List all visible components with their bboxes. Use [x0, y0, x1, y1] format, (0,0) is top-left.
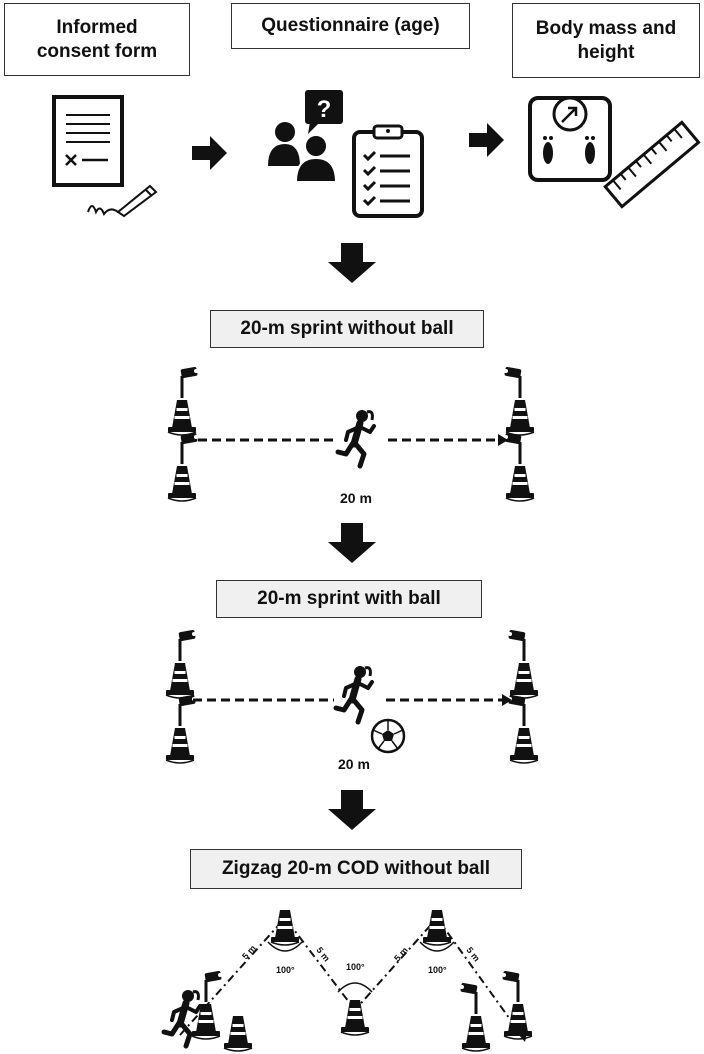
test-sprint-ball-title: 20-m sprint with ball [257, 588, 441, 609]
runner-icon [336, 666, 372, 722]
signature-pen-icon [87, 184, 158, 218]
test-sprint-no-ball-title: 20-m sprint without ball [240, 318, 454, 339]
people-question-icon: ? [268, 90, 343, 183]
test-zigzag-box: Zigzag 20-m COD without ball [190, 849, 522, 889]
step-questionnaire-box: Questionnaire (age) [231, 3, 470, 49]
angle-label: 100° [428, 965, 447, 975]
right-arrow-icon [192, 136, 227, 170]
ruler-icon [603, 120, 701, 209]
zigzag-course [179, 909, 533, 1052]
clipboard-checklist-icon [352, 124, 424, 218]
test-sprint-no-ball-box: 20-m sprint without ball [210, 310, 484, 348]
down-arrow-icon [328, 790, 376, 830]
step-body-mass-box: Body mass and height [512, 3, 700, 78]
runner-icon [338, 410, 374, 466]
step-informed-consent-label: Informed consent form [36, 16, 158, 62]
step-body-mass-label: Body mass and height [535, 17, 677, 63]
segment-label: 5 m [464, 945, 481, 963]
document-icon [52, 95, 124, 187]
test-zigzag-title: Zigzag 20-m COD without ball [221, 858, 491, 879]
right-arrow-icon [469, 123, 504, 157]
angle-label: 100° [346, 962, 365, 972]
down-arrow-icon [328, 243, 376, 283]
segment-label: 5 m [392, 945, 410, 963]
test-sprint-ball-box: 20-m sprint with ball [216, 580, 482, 618]
sprint-ball-course [165, 629, 539, 764]
distance-label-1: 20 m [340, 490, 372, 506]
angle-label: 100° [276, 965, 295, 975]
down-arrow-icon [328, 523, 376, 563]
distance-label-2: 20 m [338, 756, 370, 772]
scale-icon [528, 96, 612, 182]
step-questionnaire-label: Questionnaire (age) [261, 15, 440, 36]
segment-label: 5 m [240, 943, 258, 961]
sprint-no-ball-course [167, 366, 535, 502]
svg-text:?: ? [317, 96, 332, 123]
step-informed-consent-box: Informed consent form [4, 3, 190, 76]
soccer-ball-icon [370, 718, 406, 754]
